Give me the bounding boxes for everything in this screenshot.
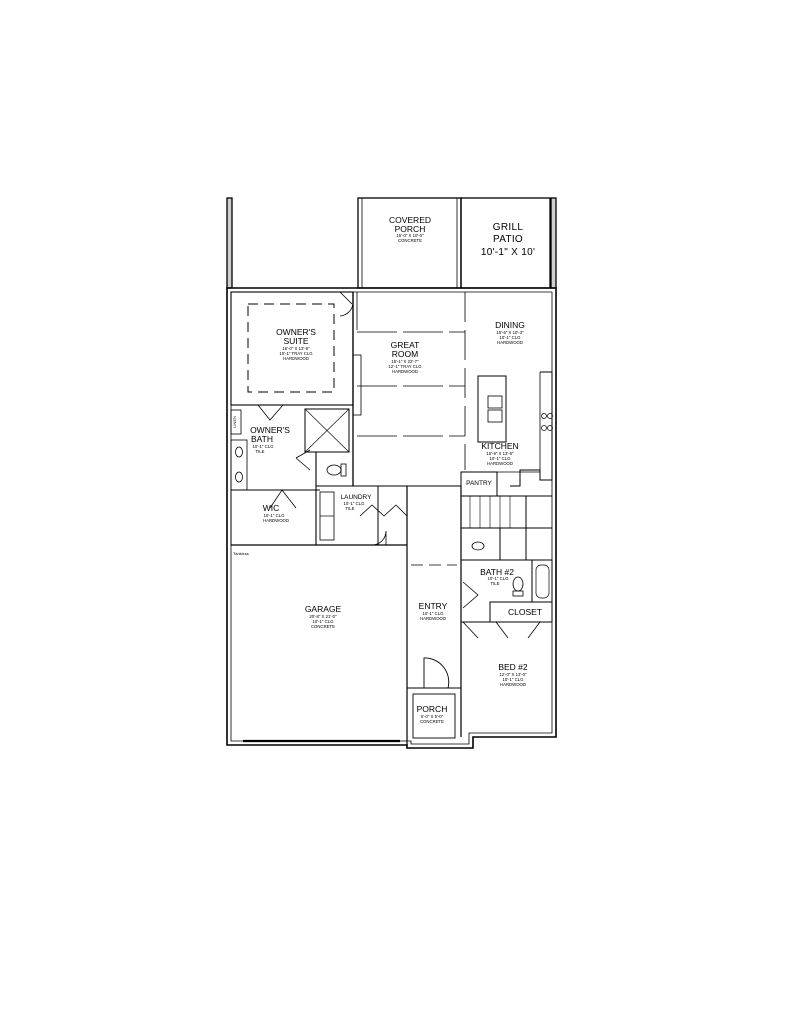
entry-finish: HARDWOOD: [420, 616, 446, 621]
bath2-toilet-icon: [512, 576, 524, 592]
wic-ceiling: 10'-1" CLG: [264, 513, 286, 518]
covered-porch-area: [357, 197, 462, 289]
grill-patio-label-2: PATIO: [493, 234, 523, 245]
bed2-ceiling: 10'-1" CLG: [503, 677, 525, 682]
covered-porch-label: COVERED: [389, 215, 431, 225]
sink-icon: [235, 446, 243, 458]
range-burner-icon: [541, 413, 547, 419]
entry-ceiling: 10'-1" CLG: [423, 611, 445, 616]
owners-suite-label-2: SUITE: [283, 336, 308, 346]
owners-bath-label: OWNER'S: [250, 425, 290, 435]
porch-area: [412, 693, 456, 739]
covered-porch-finish: CONCRETE: [398, 238, 422, 243]
kitchen-dim: 15'-9" X 13'-6": [486, 451, 514, 456]
vanity: [230, 439, 248, 491]
great-room-dim: 15'-1" X 22'-7": [391, 359, 419, 364]
entry-door: [423, 657, 450, 689]
linen-closet: [230, 409, 242, 435]
garage-ceiling: 10'-1" CLG: [313, 619, 335, 624]
bath2-label: BATH #2: [480, 567, 514, 577]
great-room-label-2: ROOM: [392, 349, 418, 359]
toilet-icon: [326, 464, 342, 476]
porch-finish: CONCRETE: [420, 719, 444, 724]
porch-dim: 5'-0" X 5'-0": [421, 714, 444, 719]
tankless-label: Tankless: [233, 551, 249, 556]
kitchen-ceiling: 10'-1" CLG: [490, 456, 512, 461]
dining-ceiling: 10'-1" CLG: [500, 335, 522, 340]
bed2-label: BED #2: [498, 662, 528, 672]
owners-bath-ceiling: 10'-1" CLG: [253, 444, 275, 449]
kitchen-label: KITCHEN: [481, 441, 518, 451]
porch-label: PORCH: [417, 704, 448, 714]
bed2-dim: 12'-0" X 13'-0": [499, 672, 527, 677]
closet-label: CLOSET: [508, 607, 542, 617]
closet-walls: [489, 601, 553, 623]
suite-door: [339, 291, 354, 317]
bath2-ceiling: 10'-1" CLG: [488, 576, 510, 581]
owners-suite-label: OWNER'S: [276, 327, 316, 337]
tray-ceiling-owners: [247, 303, 335, 393]
great-room-label: GREAT: [391, 340, 420, 350]
wic-finish: HARDWOOD: [263, 518, 289, 523]
laundry-label: LAUNDRY: [341, 494, 373, 501]
great-room-finish: HARDWOOD: [392, 369, 418, 374]
grill-patio-label: GRILL: [493, 222, 524, 233]
grill-patio-dim: 10'-1" X 10': [481, 247, 535, 258]
laundry-ceiling: 10'-1" CLG: [344, 501, 366, 506]
kitchen-finish: HARDWOOD: [487, 461, 513, 466]
dining-label: DINING: [495, 320, 525, 330]
garage-dim: 20'-8" X 21'-0": [309, 614, 337, 619]
owners-suite-dim: 16'-0" X 13'-8": [282, 346, 310, 351]
bath2-sink-icon: [471, 541, 485, 551]
laundry-finish: TILE: [345, 506, 354, 511]
stairs: [460, 495, 527, 529]
dining-dim: 15'-6" X 10'-3": [496, 330, 524, 335]
garage-finish: CONCRETE: [311, 624, 335, 629]
dining-finish: HARDWOOD: [497, 340, 523, 345]
kitchen-counter: [510, 371, 553, 487]
exterior-wall-outer: [226, 287, 557, 749]
kitchen-island: [477, 375, 507, 443]
privacy-wall-left: [226, 197, 233, 289]
pantry-label: PANTRY: [466, 480, 492, 487]
shower: [304, 408, 350, 453]
owners-suite-finish: HARDWOOD: [283, 356, 309, 361]
entry-label: ENTRY: [419, 601, 448, 611]
fireplace: [352, 354, 362, 416]
privacy-wall-right: [550, 197, 557, 289]
linen-label: LINEN: [232, 416, 237, 428]
owners-bath-label-2: BATH: [251, 434, 273, 444]
wic-label: WIC: [263, 503, 280, 513]
great-room-ceiling: 12'-1" TRAY CLG: [388, 364, 422, 369]
garage-label: GARAGE: [305, 604, 342, 614]
bed2-finish: HARDWOOD: [500, 682, 526, 687]
covered-porch-dim: 15'-0" X 10'-0": [396, 233, 424, 238]
owners-bath-finish: TILE: [255, 449, 264, 454]
bath2-finish: TILE: [490, 581, 499, 586]
covered-porch-label-2: PORCH: [395, 224, 426, 234]
owners-suite-ceiling: 10'-1" TRAY CLG: [279, 351, 313, 356]
